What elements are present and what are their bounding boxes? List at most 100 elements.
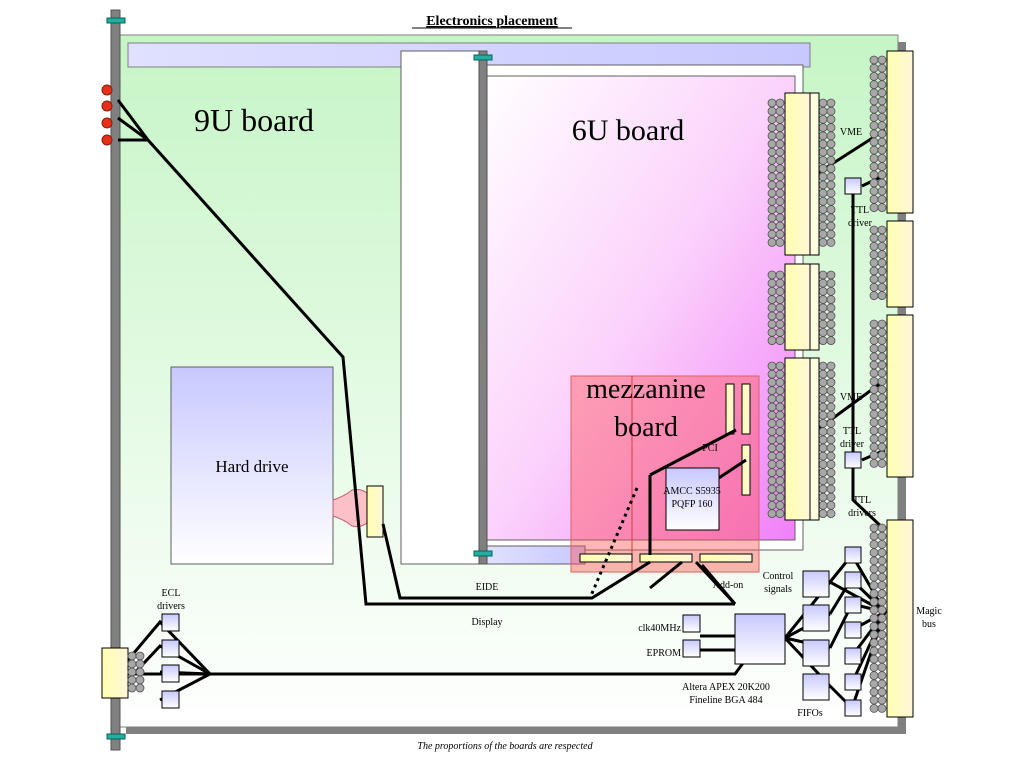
connector-pin [818, 361, 828, 371]
connector-pin [826, 172, 836, 182]
connector-pin [877, 630, 887, 639]
connector-pin [869, 622, 879, 631]
connector-pin [818, 172, 828, 182]
connector-pin [767, 410, 777, 420]
connector-pin [869, 121, 879, 130]
dotted-link [588, 487, 639, 599]
connector-pin [869, 233, 879, 243]
connector-pin [869, 352, 879, 362]
altera-chip [734, 613, 786, 665]
connector-pin [877, 385, 887, 395]
connector-pin [826, 361, 836, 371]
connector-pin [818, 295, 828, 305]
connector-pin [818, 221, 828, 231]
connector-pin [775, 147, 785, 157]
connector-pin [775, 237, 785, 247]
addon-connector [579, 553, 633, 563]
clk-label: clk40MHz [638, 623, 681, 634]
connector-pin [775, 131, 785, 141]
connector-pin [775, 123, 785, 132]
board-slot [400, 50, 481, 565]
connector-pin [767, 427, 777, 437]
backplane-connector [886, 50, 914, 214]
connector-pin [877, 548, 887, 557]
caption: The proportions of the boards are respec… [417, 741, 593, 752]
connector-pin [877, 55, 887, 65]
connector-pin [826, 435, 836, 445]
connector-pin [767, 377, 777, 387]
connector-pin [775, 155, 785, 165]
connector-pin [127, 659, 137, 669]
connector-pin [877, 327, 887, 337]
connector-pin [767, 237, 777, 247]
vme-connector-6u [784, 357, 812, 521]
connector-pin [826, 295, 836, 305]
addon-connector [639, 553, 693, 563]
connector-pin [877, 291, 887, 301]
connector-pin [775, 435, 785, 445]
connector-pin [775, 229, 785, 239]
connector-pin [767, 418, 777, 428]
connector-pin [767, 180, 777, 190]
amcc-chip [665, 467, 720, 531]
ecl-drivers-label: ECL [162, 588, 181, 599]
connector-pin [826, 221, 836, 231]
led-icon [101, 100, 113, 112]
connector-pin [826, 180, 836, 190]
connector-pin [877, 622, 887, 631]
connector-pin [877, 352, 887, 362]
connector-pin [877, 250, 887, 260]
connector-pin [127, 651, 137, 661]
connector-pin [877, 434, 887, 444]
connector-pin [869, 88, 879, 98]
connector-pin [869, 274, 879, 284]
connector-pin [767, 303, 777, 313]
connector-pin [877, 282, 887, 292]
connector-pin [767, 286, 777, 296]
connector-pin [775, 278, 785, 288]
connector-pin [826, 106, 836, 116]
led-icon [101, 134, 113, 146]
panel-clip [106, 733, 126, 740]
ecl-connector-pins [127, 651, 145, 693]
connector-pin [869, 605, 879, 615]
connector-pin [767, 402, 777, 412]
connector-pin [869, 145, 879, 155]
connector-pin [775, 509, 785, 518]
connector-pin [135, 667, 145, 677]
connector-pin [877, 360, 887, 370]
connector-pin [869, 704, 879, 713]
connector-pin [869, 385, 879, 395]
vme-pin-grid [767, 98, 836, 247]
connector-pin [826, 327, 836, 337]
connector-pin [826, 319, 836, 329]
connector-pin [869, 646, 879, 656]
connector-pin [877, 458, 887, 468]
connector-pin [818, 468, 828, 478]
connector-pin [818, 278, 828, 288]
board-6u-label: 6U board [572, 114, 684, 147]
connector-pin [869, 687, 879, 697]
connector-pin [869, 63, 879, 73]
connector-pin [826, 500, 836, 510]
connector-pin [869, 344, 879, 354]
backplane-pin-grid [869, 55, 887, 713]
connector-pin [826, 451, 836, 461]
connector-pin [818, 459, 828, 469]
connector-pin [818, 386, 828, 396]
altera-label: Altera APEX 20K200 [682, 682, 770, 693]
connector-pin [767, 139, 777, 149]
connector-pin [869, 194, 879, 204]
connector-pin [767, 205, 777, 215]
connector-pin [826, 155, 836, 165]
connector-pin [877, 556, 887, 566]
connector-pin [775, 468, 785, 478]
connector-pin [826, 123, 836, 132]
connector-pin [877, 129, 887, 139]
connector-pin [818, 435, 828, 445]
connector-pin [818, 492, 828, 502]
connector-pin [877, 203, 887, 213]
connector-pin [826, 369, 836, 379]
ttl-drivers-label: drivers [848, 508, 876, 519]
connector-pin [869, 72, 879, 81]
